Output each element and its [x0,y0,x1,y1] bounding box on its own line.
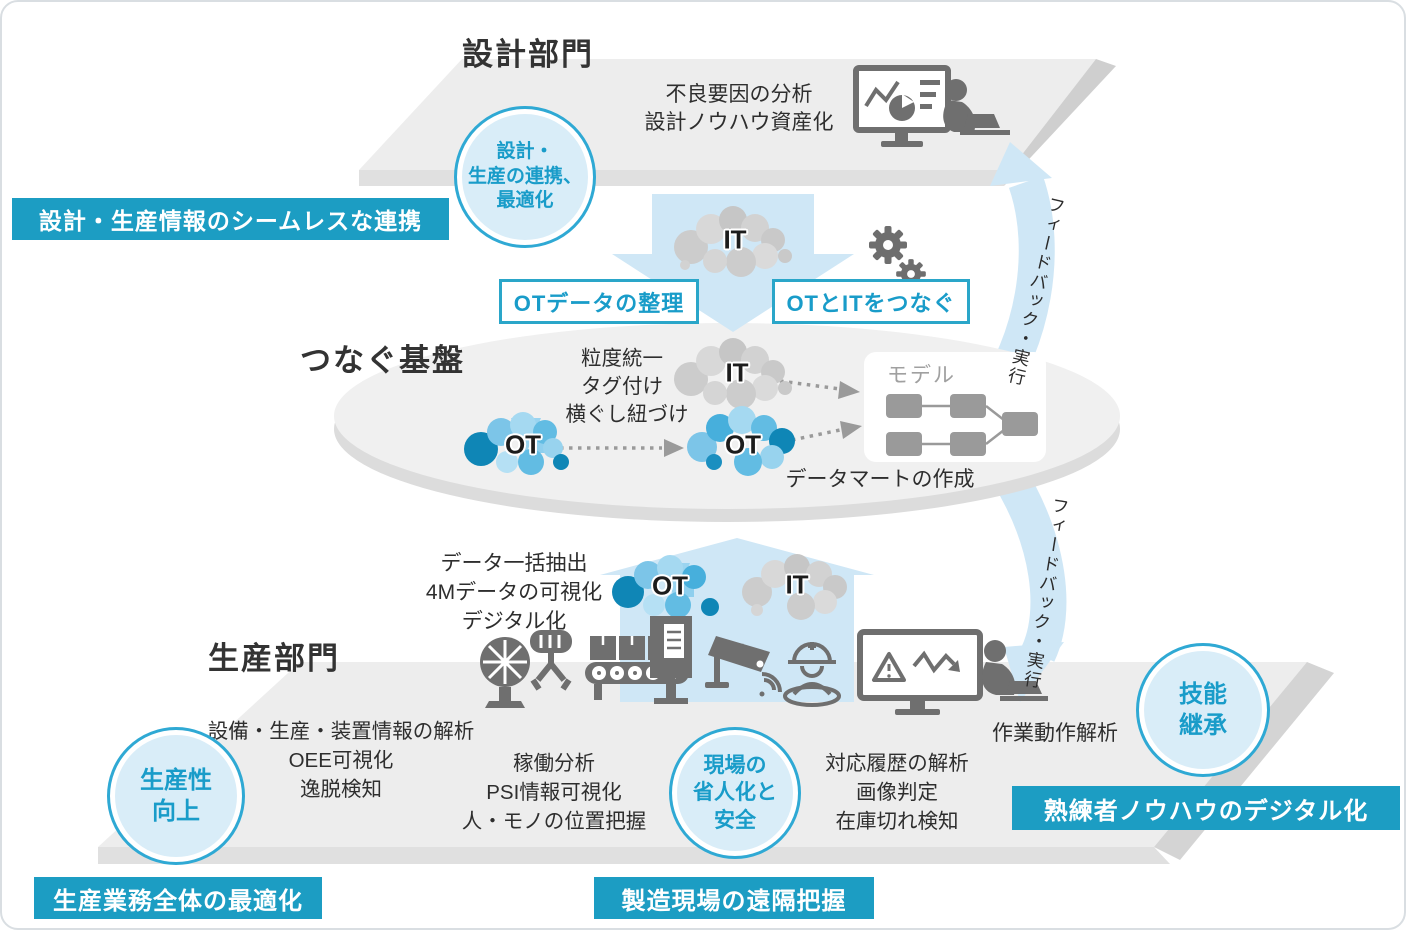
surveillance-camera-icon [705,636,782,697]
design-activity-line: 不良要因の分析 [665,83,813,106]
analysis-right-line: 対応履歴の解析 [825,752,969,775]
extraction-line: デジタル化 [461,610,567,633]
goal-line: 省人化と [693,781,777,805]
laborsaving-safety-circle: 現場の 省人化と 安全 [669,727,801,859]
production-section-title: 生産部門 [208,641,340,676]
ot-cloud-label: OT [724,429,762,460]
model-flowchart-icon [864,352,1046,462]
knowhow-digital-banner: 熟練者ノウハウのデジタル化 [1012,786,1400,830]
platform-function-line: 横ぐし紐づけ [565,403,689,426]
ot-cloud-icon [612,555,719,618]
analysis-mid-line: 稼働分析 [513,752,595,775]
ot-cloud-label: OT [651,570,689,601]
goal-line: 継承 [1179,712,1227,739]
platform-function-line: 粒度統一 [581,347,663,370]
ot-cloud-icon [464,412,569,475]
analysis-right-line: 在庫切れ検知 [835,810,959,833]
alert-monitor-person-icon [857,629,1048,715]
productivity-circle: 生産性 向上 [107,727,245,865]
extraction-line: 4Mデータの可視化 [425,581,603,604]
extraction-line: データ一括抽出 [440,552,588,575]
goal-line: 設計・ [496,140,554,162]
analysis-mid-line: 人・モノの位置把握 [461,810,647,833]
it-cloud-icon [674,206,792,277]
helmet-worker-icon [783,642,841,707]
fan-robot-arm-icon [480,630,572,708]
ot-data-organize-box: OTデータの整理 [499,279,699,324]
skill-transfer-circle: 技能 継承 [1136,643,1270,777]
it-cloud-label: IT [723,224,747,255]
goal-line: 安全 [714,808,756,832]
it-cloud-label: IT [725,357,749,388]
ot-cloud-label: OT [504,429,542,460]
goal-line: 生産性 [140,766,212,794]
it-cloud-label: IT [785,569,809,600]
analysis-left-line: 逸脱検知 [300,778,382,801]
goal-line: 最適化 [496,190,554,212]
work-motion-label: 作業動作解析 [992,722,1118,745]
conveyor-belt-icon [585,616,692,704]
design-activity-line: 設計ノウハウ資産化 [644,111,834,134]
analysis-left-line: OEE可視化 [288,749,394,772]
analysis-left-line: 設備・生産・装置情報の解析 [207,720,475,743]
it-cloud-icon [742,554,847,620]
monitor-chart-person-icon [853,65,1010,147]
goal-line: 向上 [152,798,200,825]
optimization-banner: 生産業務全体の最適化 [34,877,322,919]
model-label: モデル [887,364,956,387]
design-section-title: 設計部門 [462,37,594,72]
goal-line: 技能 [1179,680,1227,708]
gears-icon [869,226,926,289]
goal-line: 現場の [703,754,767,778]
remote-monitoring-banner: 製造現場の遠隔把握 [594,877,874,919]
datamart-label: データマートの作成 [785,468,975,491]
analysis-mid-line: PSI情報可視化 [486,781,622,804]
goal-line: 生産の連携、 [467,165,582,187]
ot-cloud-icon [687,406,795,476]
dotted-flow-arrows [560,379,841,450]
ot-it-connect-box: OTとITをつなぐ [772,279,970,324]
platform-title: つなぐ基盤 [300,343,465,378]
seamless-link-banner: 設計・生産情報のシームレスな連携 [12,198,449,240]
it-cloud-icon [674,338,792,409]
design-production-goal-circle: 設計・ 生産の連携、 最適化 [454,106,596,248]
analysis-right-line: 画像判定 [856,781,938,804]
platform-function-line: タグ付け [581,375,663,398]
dotted-arrowheads [664,381,862,457]
